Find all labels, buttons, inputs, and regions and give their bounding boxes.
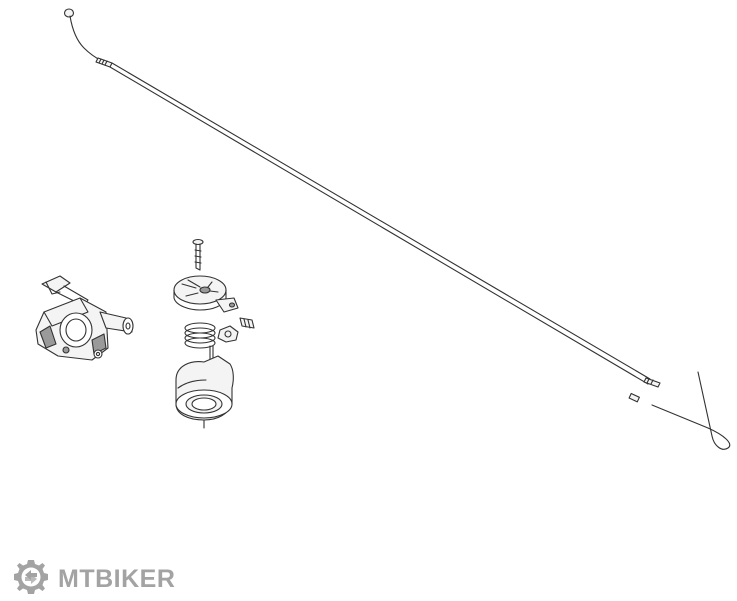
housing-adjuster: [217, 317, 255, 343]
brand-name: MTBIKER: [58, 565, 176, 593]
shifter-screw: [192, 238, 204, 271]
cable-end-nipple: [63, 8, 103, 62]
gear-arrows-icon: [12, 558, 50, 601]
pulley-base: [175, 355, 234, 429]
shift-cable: [651, 371, 731, 450]
mtbiker-watermark: MTBIKER: [12, 558, 175, 601]
cable-ferrule: [95, 57, 113, 68]
cable-end-crimp: [628, 392, 640, 403]
parts-drawing: [35, 8, 731, 450]
shifter-clamp-body: [35, 275, 134, 361]
shifter-pulley-cover: [173, 275, 239, 313]
cable-housing: [95, 57, 661, 388]
